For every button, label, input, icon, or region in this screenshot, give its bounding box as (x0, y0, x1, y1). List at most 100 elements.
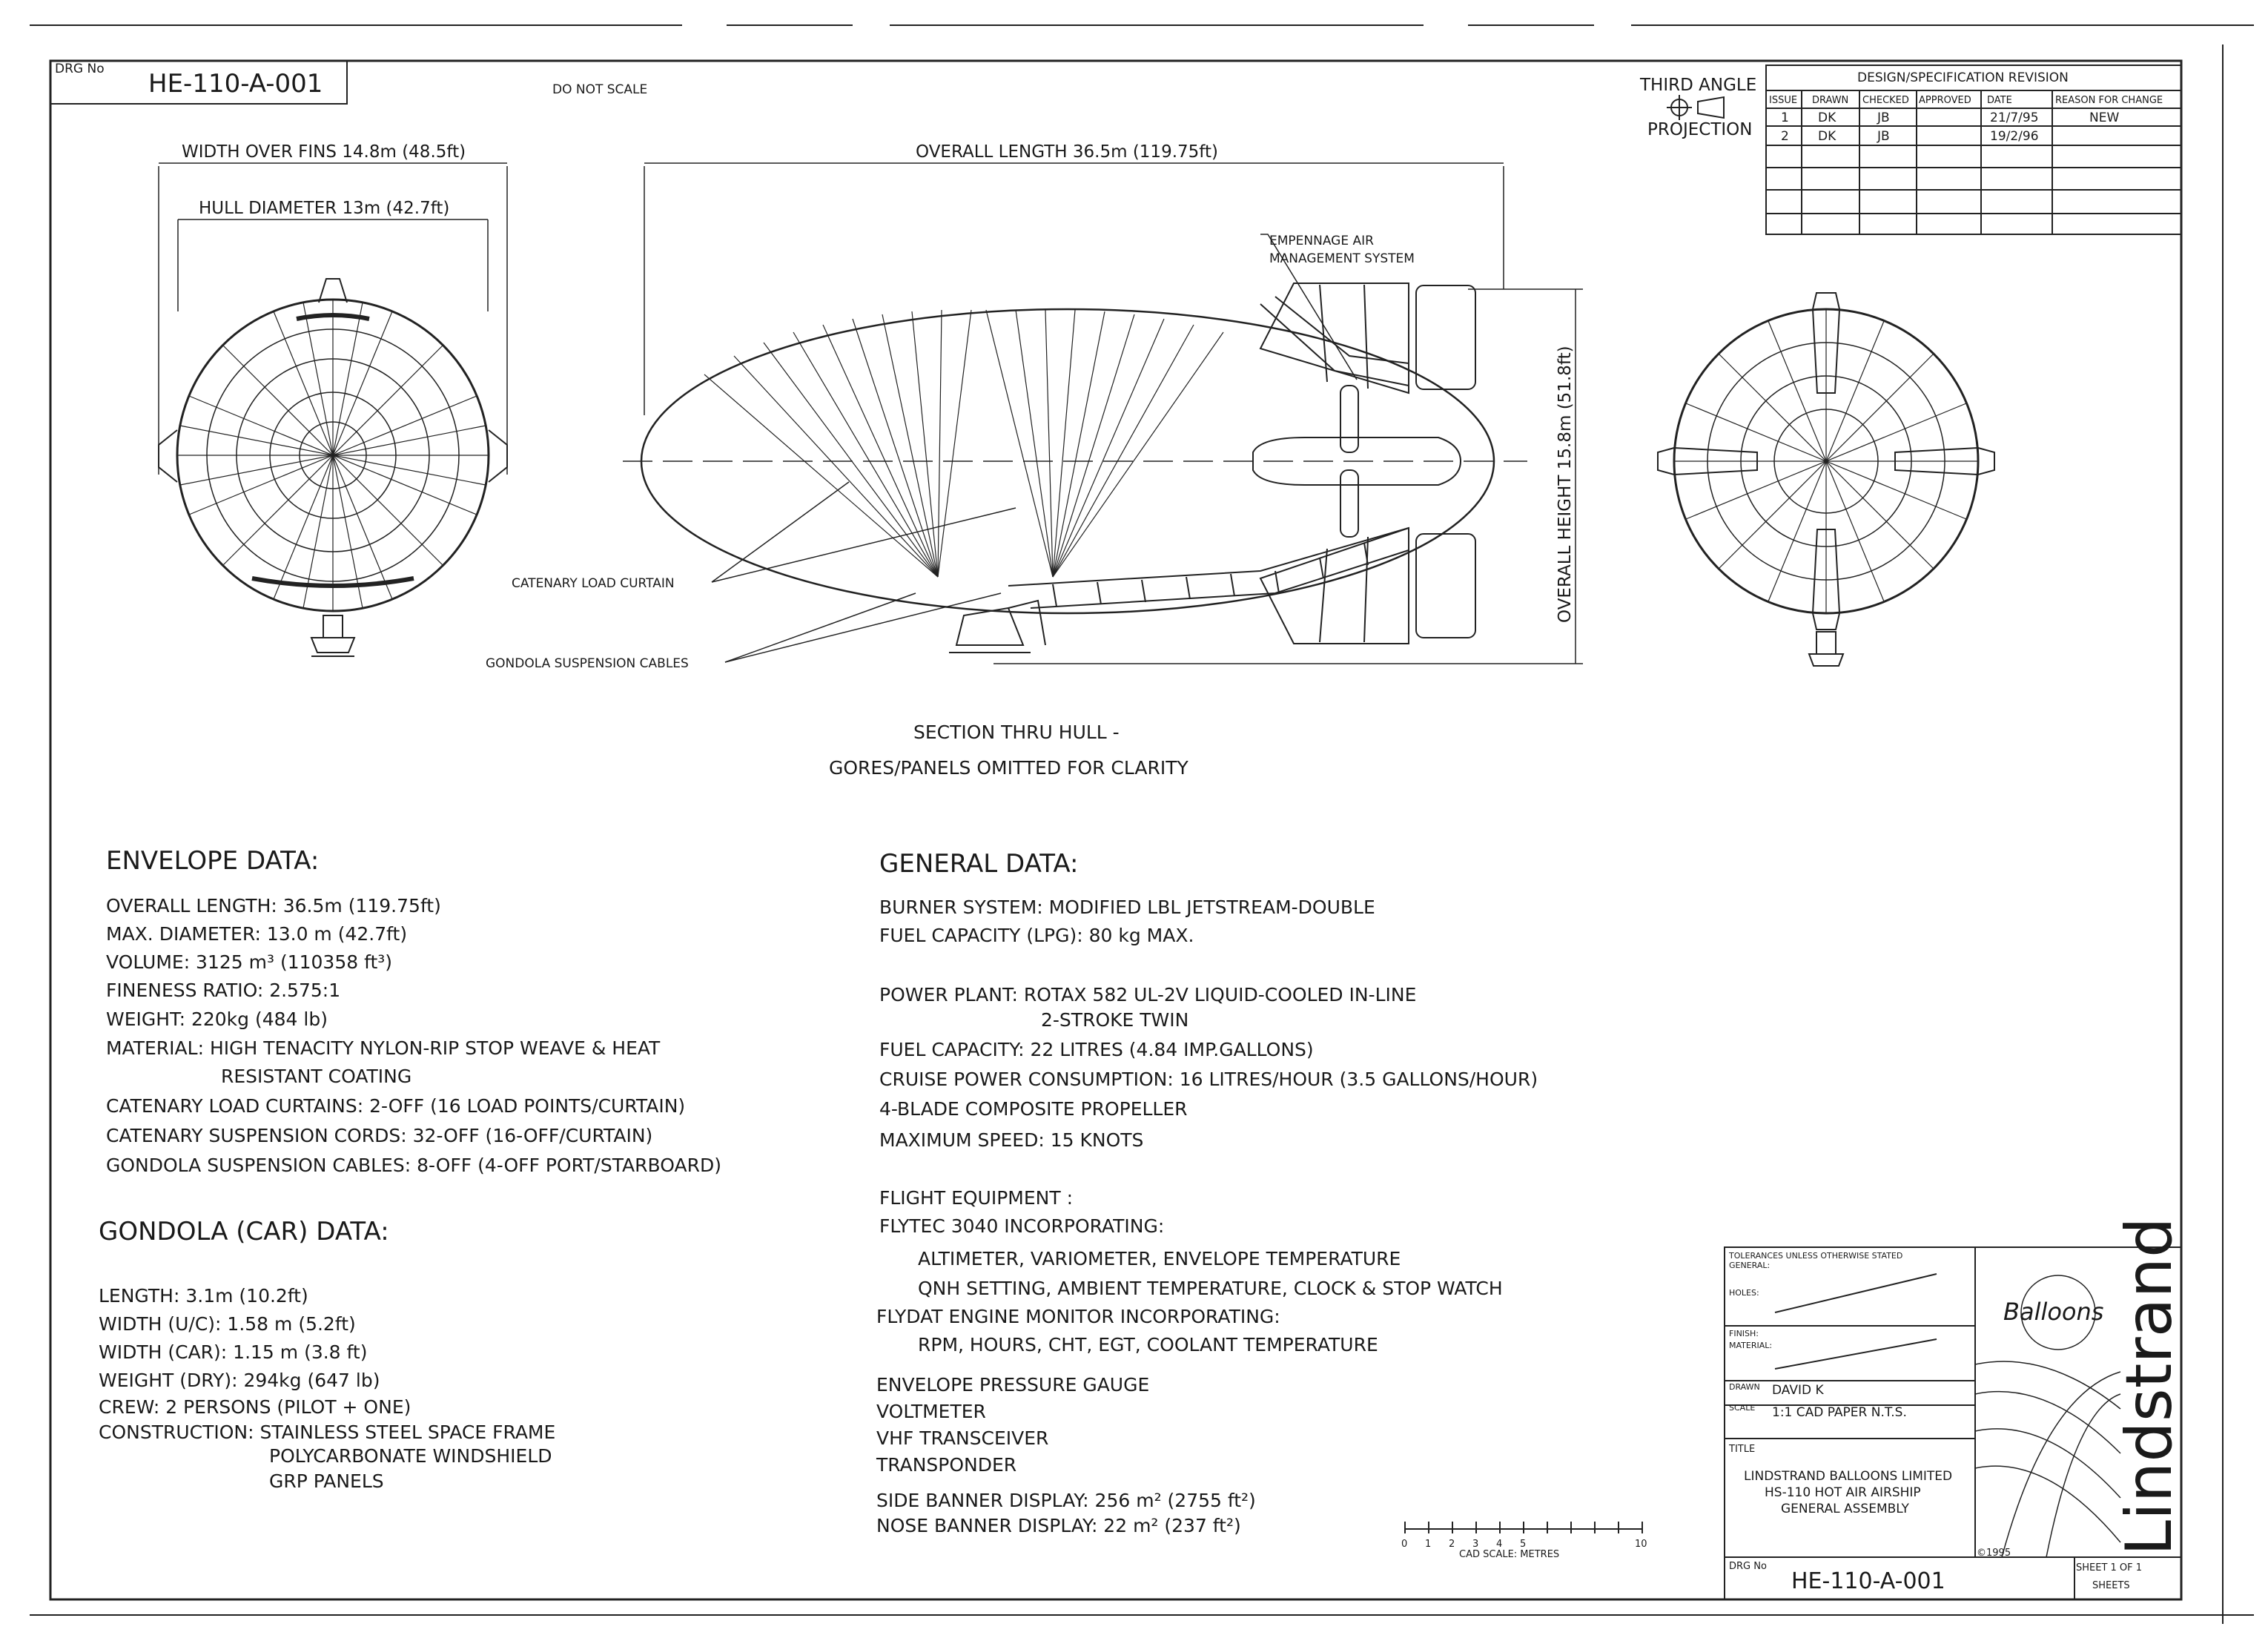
general-line: TRANSPONDER (876, 1454, 1016, 1476)
envelope-line: CATENARY SUSPENSION CORDS: 32-OFF (16-OF… (106, 1125, 652, 1146)
gondola-data-heading: GONDOLA (CAR) DATA: (99, 1217, 389, 1246)
general-data-block: GENERAL DATA: BURNER SYSTEM: MODIFIED LB… (876, 849, 1538, 1536)
rev-header-drawn: DRAWN (1812, 95, 1848, 106)
dim-overall-length: OVERALL LENGTH 36.5m (119.75ft) (916, 142, 1218, 162)
envelope-line: MATERIAL: HIGH TENACITY NYLON-RIP STOP W… (106, 1037, 661, 1059)
label-empennage-1: EMPENNAGE AIR (1269, 234, 1374, 248)
tail-fins (1252, 283, 1476, 644)
gondola-line: CREW: 2 PERSONS (PILOT + ONE) (99, 1396, 411, 1418)
sheet-line-1: SHEET 1 OF 1 (2076, 1562, 2142, 1573)
keel-truss (1008, 527, 1409, 609)
scale-label: SCALE (1729, 1403, 1755, 1413)
section-note-2: GORES/PANELS OMITTED FOR CLARITY (829, 757, 1188, 779)
general-line: FUEL CAPACITY (LPG): 80 kg MAX. (879, 925, 1194, 946)
finish-label: FINISH: (1729, 1329, 1759, 1338)
general-line: FLIGHT EQUIPMENT : (879, 1187, 1073, 1209)
general-line: 4-BLADE COMPOSITE PROPELLER (879, 1098, 1188, 1120)
front-view: WIDTH OVER FINS 14.8m (48.5ft) HULL DIAM… (158, 142, 508, 657)
scale-tick-label: 2 (1449, 1539, 1455, 1550)
logo-lindstrand: Lindstrand (2112, 1217, 2186, 1556)
rev-row2-date: 19/2/96 (1990, 129, 2039, 144)
gondola-line: WEIGHT (DRY): 294kg (647 lb) (99, 1370, 380, 1391)
rear-fin-top (1811, 292, 1841, 394)
rear-fin-left (1657, 446, 1758, 476)
general-line: RPM, HOURS, CHT, EGT, COOLANT TEMPERATUR… (918, 1334, 1378, 1355)
general-line: BURNER SYSTEM: MODIFIED LBL JETSTREAM-DO… (879, 896, 1375, 918)
material-label: MATERIAL: (1729, 1341, 1772, 1350)
envelope-line: OVERALL LENGTH: 36.5m (119.75ft) (106, 895, 441, 917)
envelope-line: MAX. DIAMETER: 13.0 m (42.7ft) (106, 923, 407, 945)
envelope-line: GONDOLA SUSPENSION CABLES: 8-OFF (4-OFF … (106, 1155, 721, 1176)
front-gondola (310, 615, 356, 657)
general-data-heading: GENERAL DATA: (879, 849, 1078, 879)
drg-number: HE-110-A-001 (148, 69, 323, 99)
envelope-line: FINENESS RATIO: 2.575:1 (106, 980, 340, 1001)
dim-width-over-fins: WIDTH OVER FINS 14.8m (48.5ft) (182, 142, 466, 162)
title-line-3: GENERAL ASSEMBLY (1781, 1502, 1909, 1516)
general-line: FLYDAT ENGINE MONITOR INCORPORATING: (876, 1306, 1280, 1327)
title-line-1: LINDSTRAND BALLOONS LIMITED (1744, 1469, 1952, 1484)
revision-table (1765, 65, 2182, 235)
envelope-line: CATENARY LOAD CURTAINS: 2-OFF (16 LOAD P… (106, 1095, 685, 1117)
section-note-1: SECTION THRU HULL - (913, 721, 1120, 743)
drg-number-box: DRG No HE-110-A-001 (50, 60, 348, 105)
label-empennage-2: MANAGEMENT SYSTEM (1269, 251, 1415, 266)
scale-tick-label: 0 (1401, 1539, 1407, 1550)
title-line-2: HS-110 HOT AIR AIRSHIP (1765, 1485, 1921, 1500)
tolerances-label: TOLERANCES UNLESS OTHERWISE STATED (1728, 1251, 1902, 1261)
gondola-line: LENGTH: 3.1m (10.2ft) (99, 1285, 308, 1307)
bottom-drg-label: DRG No (1729, 1561, 1767, 1572)
rev-row1-drawn: DK (1818, 110, 1836, 125)
gondola-line: WIDTH (CAR): 1.15 m (3.8 ft) (99, 1341, 367, 1363)
sheet-edge-marks (30, 24, 2254, 1616)
label-catenary-curtain: CATENARY LOAD CURTAIN (512, 576, 675, 591)
scale-tick-label: 10 (1635, 1539, 1647, 1550)
rev-row2-issue: 2 (1781, 129, 1789, 144)
title-block: TOLERANCES UNLESS OTHERWISE STATED GENER… (1724, 1217, 2186, 1600)
drawn-value: DAVID K (1772, 1383, 1824, 1398)
callout-leaders (711, 234, 1358, 663)
drawn-label: DRAWN (1729, 1382, 1760, 1392)
revision-table-title: DESIGN/SPECIFICATION REVISION (1857, 70, 2069, 85)
scale-tick-label: 1 (1425, 1539, 1431, 1550)
rev-row2-checked: JB (1877, 129, 1890, 144)
scale-caption: CAD SCALE: METRES (1459, 1549, 1559, 1560)
drawing-border (49, 59, 2183, 1601)
logo-balloons: Balloons (2003, 1298, 2103, 1326)
sheet-line-2: SHEETS (2092, 1580, 2130, 1591)
gondola-data-block: GONDOLA (CAR) DATA: LENGTH: 3.1m (10.2ft… (99, 1217, 555, 1492)
drg-label: DRG No (55, 62, 105, 76)
gondola-line: CONSTRUCTION: STAINLESS STEEL SPACE FRAM… (99, 1421, 555, 1443)
scale-bar: 0 1 2 3 4 5 10 CAD SCALE: METRES (1401, 1522, 1647, 1560)
projection-symbol: THIRD ANGLE PROJECTION (1639, 76, 1756, 139)
gondola-line: POLYCARBONATE WINDSHIELD (269, 1445, 552, 1467)
general-line: FLYTEC 3040 INCORPORATING: (879, 1215, 1164, 1237)
general-line: SIDE BANNER DISPLAY: 256 m² (2755 ft²) (876, 1490, 1256, 1511)
do-not-scale-note: DO NOT SCALE (552, 82, 647, 97)
general-label: GENERAL: (1729, 1261, 1770, 1270)
envelope-line: WEIGHT: 220kg (484 lb) (106, 1008, 328, 1030)
envelope-data-block: ENVELOPE DATA: OVERALL LENGTH: 36.5m (11… (106, 846, 721, 1176)
general-line: ALTIMETER, VARIOMETER, ENVELOPE TEMPERAT… (918, 1248, 1401, 1269)
general-line: VOLTMETER (876, 1401, 986, 1422)
scale-value: 1:1 CAD PAPER N.T.S. (1772, 1405, 1907, 1420)
rev-header-checked: CHECKED (1862, 95, 1909, 106)
dim-overall-height: OVERALL HEIGHT 15.8m (51.8ft) (1555, 346, 1575, 623)
general-line: VHF TRANSCEIVER (876, 1427, 1048, 1449)
rev-row1-reason: NEW (2089, 110, 2119, 125)
scale-tick-label: 3 (1472, 1539, 1478, 1550)
rear-fin-bottom (1811, 529, 1841, 630)
rev-header-issue: ISSUE (1769, 95, 1797, 106)
copyright-text: ©1995 (1977, 1548, 2011, 1559)
envelope-data-heading: ENVELOPE DATA: (106, 846, 319, 876)
revision-table-headers: ISSUE DRAWN CHECKED APPROVED DATE REASON… (1769, 95, 2163, 106)
catenary-curtains (704, 309, 1224, 578)
holes-label: HOLES: (1729, 1288, 1759, 1298)
general-line: MAXIMUM SPEED: 15 KNOTS (879, 1129, 1143, 1151)
general-line: 2-STROKE TWIN (1041, 1009, 1188, 1031)
title-label: TITLE (1728, 1444, 1755, 1455)
general-line: POWER PLANT: ROTAX 582 UL-2V LIQUID-COOL… (879, 984, 1416, 1005)
rev-header-approved: APPROVED (1919, 95, 1971, 106)
projection-label-1: THIRD ANGLE (1639, 76, 1756, 95)
